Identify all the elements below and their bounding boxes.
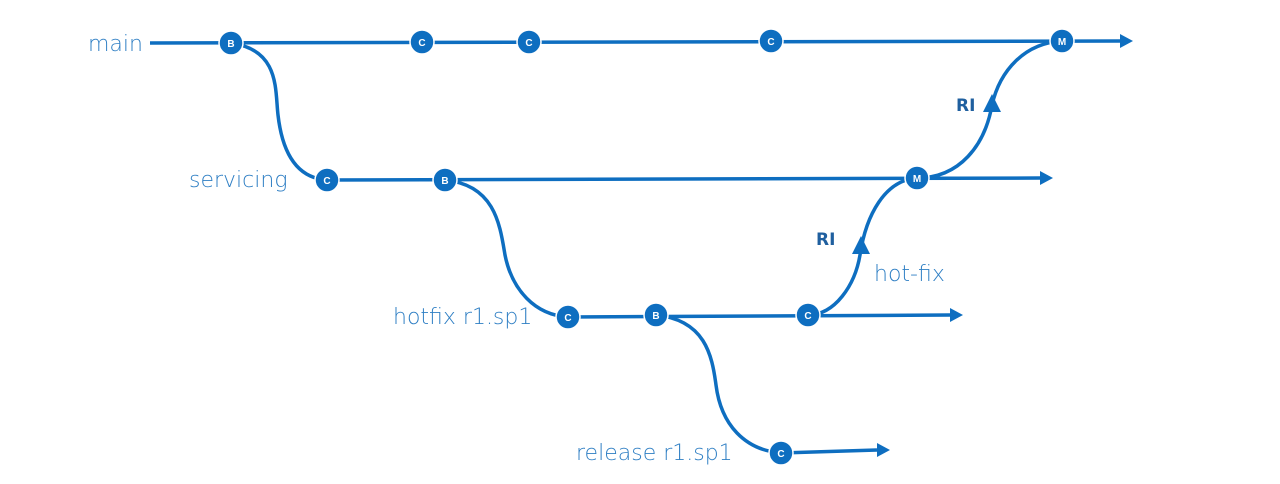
ri-label-servicing: RI [816, 230, 835, 250]
servicing-node-1: C [314, 167, 340, 193]
ri-arrowhead-servicing [852, 236, 870, 254]
ri-curve-hotfix-to-servicing [807, 176, 918, 317]
node-label: C [323, 176, 330, 187]
hotfix-node-2: B [643, 302, 669, 328]
main-node-4: C [758, 28, 784, 54]
ri-label-main: RI [956, 96, 975, 116]
node-label: M [1058, 37, 1066, 48]
ri-arrowhead-main [983, 94, 1001, 112]
branch-curve-servicing-to-hotfix [444, 178, 569, 319]
main-node-1: B [218, 30, 244, 56]
node-label: B [441, 176, 448, 187]
hotfix-node-3: C [795, 302, 821, 328]
node-label: B [227, 39, 234, 50]
release-node-1: C [768, 440, 794, 466]
node-label: C [418, 38, 425, 49]
servicing-node-2: B [432, 167, 458, 193]
main-arrowhead [1120, 34, 1133, 48]
hotfix-branch-label: hotfix r1.sp1 [393, 305, 532, 330]
hotfix-node-1: C [555, 304, 581, 330]
node-label: C [777, 449, 784, 460]
main-branch-label: main [88, 32, 143, 57]
release-arrowhead [877, 443, 890, 457]
node-label: C [564, 313, 571, 324]
node-label: B [652, 311, 659, 322]
main-node-3: C [516, 29, 542, 55]
main-node-2: C [409, 29, 435, 55]
release-branch-label: release r1.sp1 [576, 441, 733, 466]
servicing-node-3: M [904, 165, 930, 191]
servicing-arrowhead [1040, 171, 1053, 185]
hotfix-branch-line [567, 313, 951, 319]
servicing-branch-label: servicing [189, 168, 288, 193]
node-label: C [767, 37, 774, 48]
branch-curve-hotfix-to-release [655, 313, 782, 455]
main-node-5: M [1049, 28, 1075, 54]
hotfix-arrowhead [950, 308, 963, 322]
release-branch-line [780, 448, 878, 455]
node-label: C [525, 38, 532, 49]
hot-fix-annotation: hot-fix [874, 262, 945, 287]
node-label: M [913, 174, 921, 185]
branch-curve-main-to-servicing [230, 41, 328, 182]
main-branch-line [149, 39, 1121, 45]
node-label: C [804, 311, 811, 322]
